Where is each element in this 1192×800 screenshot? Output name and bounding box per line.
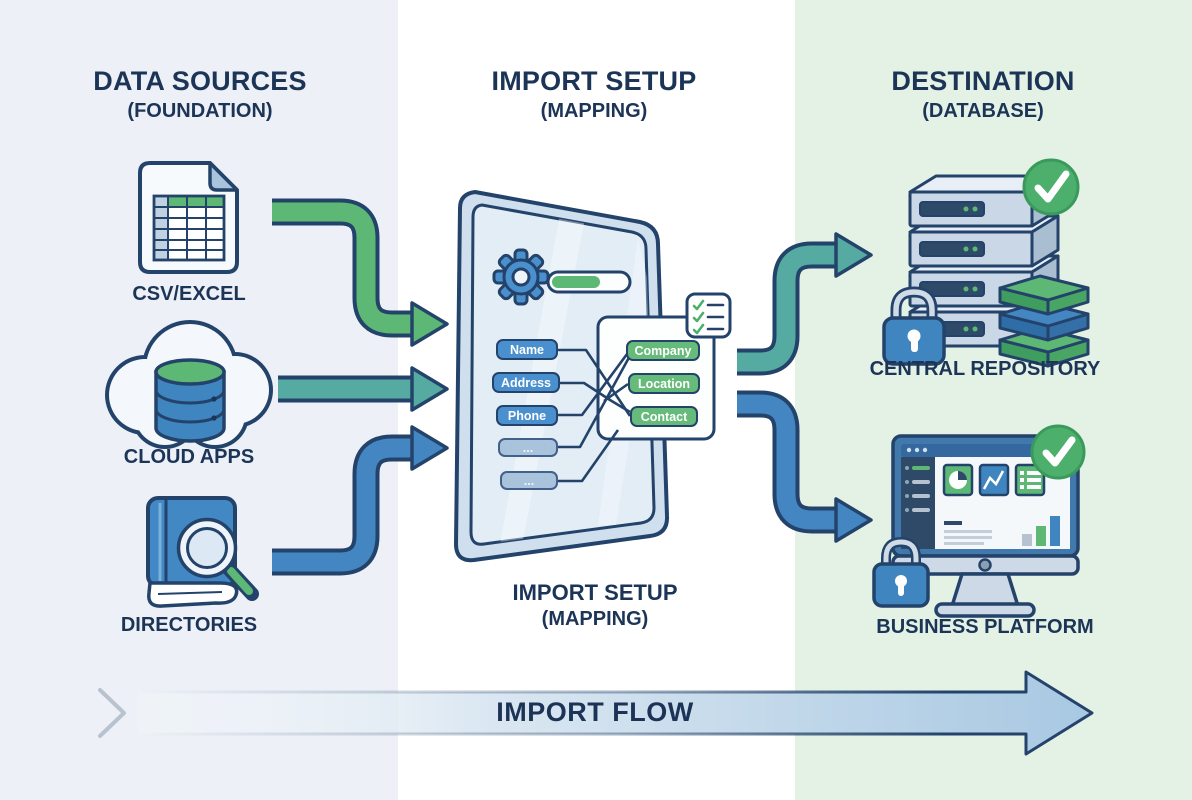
target-field-chip-location: Location bbox=[628, 373, 700, 394]
setup-to-platform-arrow bbox=[737, 390, 873, 543]
repository-lock-icon bbox=[882, 286, 946, 366]
flow-start-chevron bbox=[98, 688, 126, 738]
layer-green-top bbox=[998, 274, 1090, 316]
setup-caption-title: IMPORT SETUP bbox=[512, 580, 678, 605]
source-field-chip-more-1: ... bbox=[498, 438, 558, 457]
window-titlebar bbox=[901, 444, 1070, 457]
target-field-chip-company: Company bbox=[626, 340, 700, 361]
pie-chart-glyph bbox=[949, 471, 967, 489]
monitor-button bbox=[978, 558, 992, 572]
gear-icon bbox=[492, 248, 550, 306]
source-field-chip-address: Address bbox=[492, 372, 560, 393]
cloud-database-icon bbox=[105, 320, 273, 449]
import-flow-arrow bbox=[136, 670, 1094, 756]
progress-bar bbox=[546, 270, 632, 294]
line-chart-glyph bbox=[982, 470, 1005, 490]
business-platform-label: BUSINESS PLATFORM bbox=[876, 616, 1094, 638]
mini-bar-chart bbox=[1022, 516, 1060, 546]
source-field-chip-name: Name bbox=[496, 339, 558, 360]
setup-caption-subtitle: (MAPPING) bbox=[541, 608, 649, 630]
monitor-stand-base bbox=[934, 602, 1036, 618]
checklist-icon bbox=[685, 292, 732, 339]
spreadsheet-file-icon bbox=[138, 161, 239, 274]
cloud-apps-label: CLOUD APPS bbox=[123, 446, 255, 468]
report-text-lines bbox=[944, 521, 992, 545]
cloud-to-setup-arrow bbox=[278, 366, 449, 412]
destination-band bbox=[795, 0, 1192, 800]
column-header-setup: IMPORT SETUP (MAPPING) bbox=[434, 66, 754, 123]
sources-title: DATA SOURCES bbox=[93, 66, 307, 96]
mapping-connector-lines bbox=[556, 348, 634, 483]
window-dots bbox=[906, 447, 928, 453]
repository-check-badge bbox=[1022, 158, 1080, 216]
setup-to-repository-arrow bbox=[737, 232, 873, 376]
platform-lock-icon bbox=[872, 536, 930, 608]
dashboard-sidebar bbox=[901, 457, 935, 549]
data-layers-icon bbox=[998, 274, 1090, 368]
directories-to-setup-arrow bbox=[272, 425, 449, 576]
setup-subtitle: (MAPPING) bbox=[540, 100, 648, 122]
central-repository-label: CENTRAL REPOSITORY bbox=[869, 358, 1101, 380]
csv-excel-label: CSV/EXCEL bbox=[132, 283, 246, 305]
column-header-sources: DATA SOURCES (FOUNDATION) bbox=[40, 66, 360, 123]
monitor-stand-neck bbox=[949, 572, 1021, 608]
platform-check-badge bbox=[1030, 424, 1086, 480]
column-header-destination: DESTINATION (DATABASE) bbox=[823, 66, 1143, 123]
destination-subtitle: (DATABASE) bbox=[922, 100, 1044, 122]
csv-to-setup-arrow bbox=[272, 198, 449, 347]
source-field-chip-phone: Phone bbox=[496, 405, 558, 426]
sidebar-rows bbox=[905, 466, 930, 512]
progress-bar-fill bbox=[552, 276, 600, 288]
setup-title: IMPORT SETUP bbox=[491, 66, 697, 96]
sources-subtitle: (FOUNDATION) bbox=[127, 100, 273, 122]
source-field-chip-more-2: ... bbox=[500, 471, 558, 490]
destination-title: DESTINATION bbox=[891, 66, 1075, 96]
book-magnifier-icon bbox=[146, 496, 259, 608]
directories-label: DIRECTORIES bbox=[120, 614, 258, 636]
target-field-chip-contact: Contact bbox=[630, 406, 698, 427]
list-glyph bbox=[1020, 471, 1041, 489]
setup-caption: IMPORT SETUP (MAPPING) bbox=[465, 580, 725, 631]
import-flow-label: IMPORT FLOW bbox=[496, 697, 694, 727]
